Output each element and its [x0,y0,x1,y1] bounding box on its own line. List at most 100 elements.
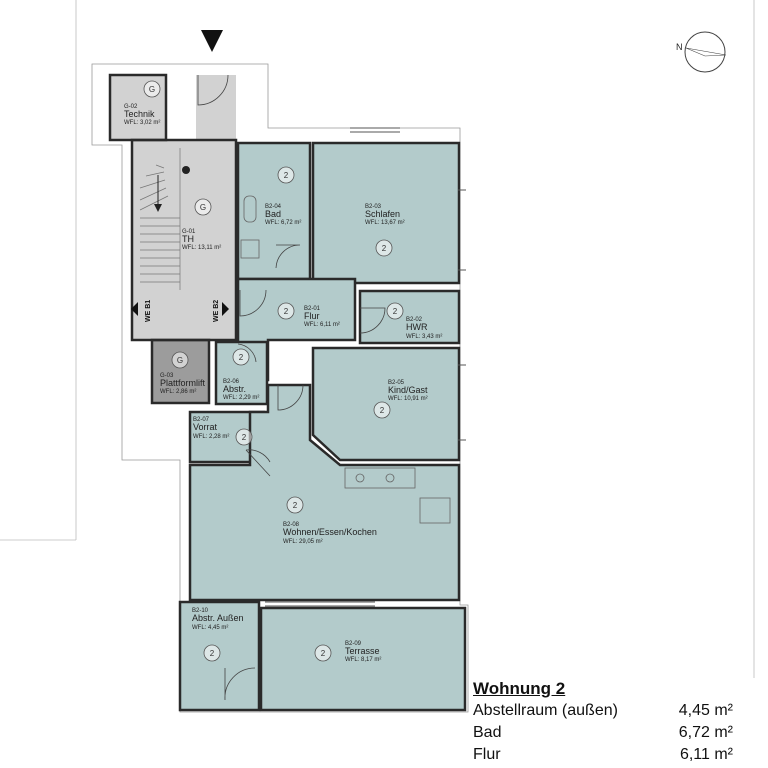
svg-text:G: G [200,203,206,212]
room-badge: 2 [235,428,253,446]
svg-text:B2-06: B2-06 [223,379,240,385]
svg-text:G: G [177,356,183,365]
room-badge: 2 [386,302,404,320]
svg-text:2: 2 [242,433,247,442]
room-badge: 2 [277,302,295,320]
svg-text:G: G [149,85,155,94]
svg-text:G-03: G-03 [160,373,174,379]
summary-label: Abstellraum (außen) [473,702,618,719]
svg-text:2: 2 [284,307,289,316]
svg-text:HWR: HWR [406,322,428,332]
svg-text:N: N [676,42,683,52]
svg-text:2: 2 [321,649,326,658]
svg-text:B2-05: B2-05 [388,380,405,386]
summary-label: Flur [473,746,501,763]
svg-text:WFL: 3,02 m²: WFL: 3,02 m² [124,120,160,126]
entrance-triangle-icon [201,30,223,52]
room-badge: G [143,80,161,98]
we-b2-marker: WE B2 [213,300,229,322]
we-b1-marker: WE B1 [131,300,152,322]
svg-text:B2-02: B2-02 [406,317,423,323]
room-badge: 2 [286,496,304,514]
room-badge: 2 [277,166,295,184]
area-summary: Wohnung 2 Abstellraum (außen) 4,45 m² Ba… [473,678,768,768]
hwr-room [358,289,461,345]
svg-text:Flur: Flur [304,311,320,321]
svg-text:WFL: 6,11 m²: WFL: 6,11 m² [304,322,340,328]
svg-text:2: 2 [239,353,244,362]
windows [265,127,466,607]
summary-row: Bad 6,72 m² [473,722,768,744]
room-badge: 2 [375,239,393,257]
summary-value: 4,45 m² [678,702,733,719]
room-badge: G [194,198,212,216]
svg-text:WFL: 8,17 m²: WFL: 8,17 m² [345,657,381,663]
svg-text:Terrasse: Terrasse [345,646,380,656]
north-arrow-icon: N [676,31,727,73]
svg-text:B2-03: B2-03 [365,204,382,210]
svg-text:2: 2 [293,501,298,510]
svg-text:WFL: 3,43 m²: WFL: 3,43 m² [406,334,442,340]
lift-walls [150,338,211,405]
svg-text:WFL: 10,91 m²: WFL: 10,91 m² [388,396,428,402]
room-badge: 2 [203,644,221,662]
stair-arrow-icon [154,204,162,212]
svg-text:2: 2 [380,406,385,415]
svg-text:WFL: 2,29 m²: WFL: 2,29 m² [223,395,259,401]
summary-value: 6,11 m² [679,746,733,763]
svg-text:Abstr. Außen: Abstr. Außen [192,613,244,623]
plattformlift-floor [152,340,209,403]
svg-text:Abstr.: Abstr. [223,384,246,394]
svg-text:Kind/Gast: Kind/Gast [388,385,428,395]
room-badge: G [171,351,189,369]
svg-text:G-02: G-02 [124,104,138,110]
entrance-floor [196,75,236,140]
svg-text:Plattformlift: Plattformlift [160,378,206,388]
svg-text:B2-09: B2-09 [345,641,362,647]
stair-start-dot [182,166,190,174]
svg-text:WFL: 4,45 m²: WFL: 4,45 m² [192,625,228,631]
summary-row: Abstellraum (außen) 4,45 m² [473,700,768,722]
fixtures [240,195,451,524]
svg-text:WFL: 13,11 m²: WFL: 13,11 m² [182,245,221,251]
svg-text:2: 2 [284,171,289,180]
summary-row: Flur 6,11 m² [473,744,768,766]
svg-text:2: 2 [393,307,398,316]
room-badge: 2 [232,348,250,366]
bad-room [236,141,312,281]
building-outline [91,63,469,713]
terrasse-room [259,606,467,712]
summary-label: Bad [473,724,502,741]
svg-text:2: 2 [210,649,215,658]
svg-text:WFL: 6,72 m²: WFL: 6,72 m² [265,220,301,226]
summary-title: Wohnung 2 [473,679,566,698]
summary-value: 6,72 m² [678,724,733,741]
svg-text:WE B2: WE B2 [213,300,220,322]
svg-text:B2-07: B2-07 [193,417,210,423]
room-badge: 2 [373,401,391,419]
svg-text:B2-04: B2-04 [265,204,282,210]
svg-text:G-01: G-01 [182,229,196,235]
svg-text:2: 2 [382,244,387,253]
svg-text:Wohnen/Essen/Kochen: Wohnen/Essen/Kochen [283,527,377,537]
svg-text:WFL: 2,86 m²: WFL: 2,86 m² [160,389,196,395]
svg-text:WFL: 2,28 m²: WFL: 2,28 m² [193,434,229,440]
svg-text:B2-01: B2-01 [304,306,321,312]
svg-text:WFL: 29,05 m²: WFL: 29,05 m² [283,539,323,545]
svg-text:WE B1: WE B1 [145,300,152,322]
wohnen-room [188,383,461,602]
svg-text:Technik: Technik [124,109,155,119]
svg-text:TH: TH [182,234,194,244]
door-swings [197,74,386,701]
